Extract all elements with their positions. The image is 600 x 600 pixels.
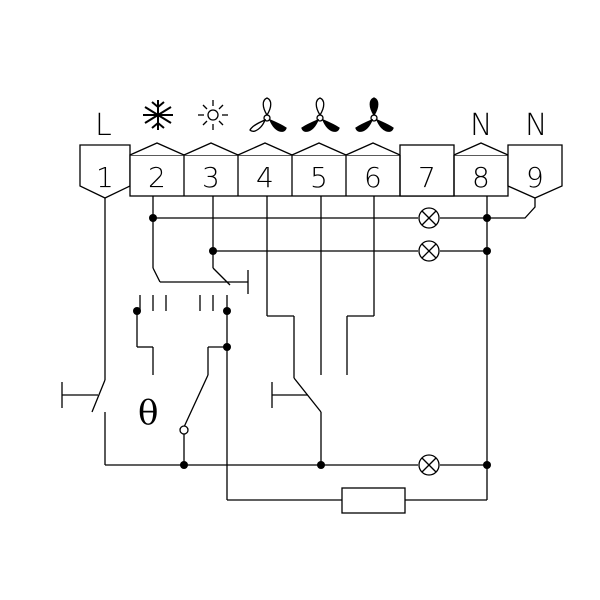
terminal-4: [237, 142, 293, 156]
lamp-icon: [418, 454, 440, 476]
terminal-9: [507, 144, 563, 199]
terminal-1: [79, 144, 131, 199]
snowflake-icon: [143, 100, 173, 130]
fan-high-icon: [355, 97, 394, 132]
lamp-icon: [418, 207, 440, 229]
terminal-label-1: 1: [96, 161, 114, 194]
junction-dots: [133, 214, 491, 469]
wiring: [61, 196, 536, 501]
terminal-6: [345, 142, 401, 156]
terminal-block: [79, 142, 563, 199]
terminal-label-8: 8: [472, 161, 490, 194]
terminal-label-9: 9: [526, 161, 544, 194]
thermostat-symbol: θ: [138, 393, 158, 433]
resistor: [341, 487, 406, 514]
sun-icon: [198, 100, 228, 130]
terminal-label-4: 4: [256, 161, 274, 194]
label-neutral-8: N: [470, 108, 492, 143]
fan-medium-icon: [301, 97, 340, 132]
terminal-2: [129, 142, 185, 156]
fan-low-icon: [249, 97, 287, 132]
terminal-5: [291, 142, 347, 156]
terminal-label-2: 2: [148, 161, 166, 194]
lamp-icon: [418, 240, 440, 262]
label-live: L: [95, 108, 112, 143]
terminal-label-3: 3: [202, 161, 220, 194]
terminal-label-5: 5: [310, 161, 328, 194]
terminal-8: [453, 142, 509, 156]
terminal-3: [183, 142, 239, 156]
terminal-label-6: 6: [364, 161, 382, 194]
thermostat-contact: [179, 425, 189, 435]
terminal-label-7: 7: [418, 161, 436, 194]
label-neutral-9: N: [525, 108, 547, 143]
